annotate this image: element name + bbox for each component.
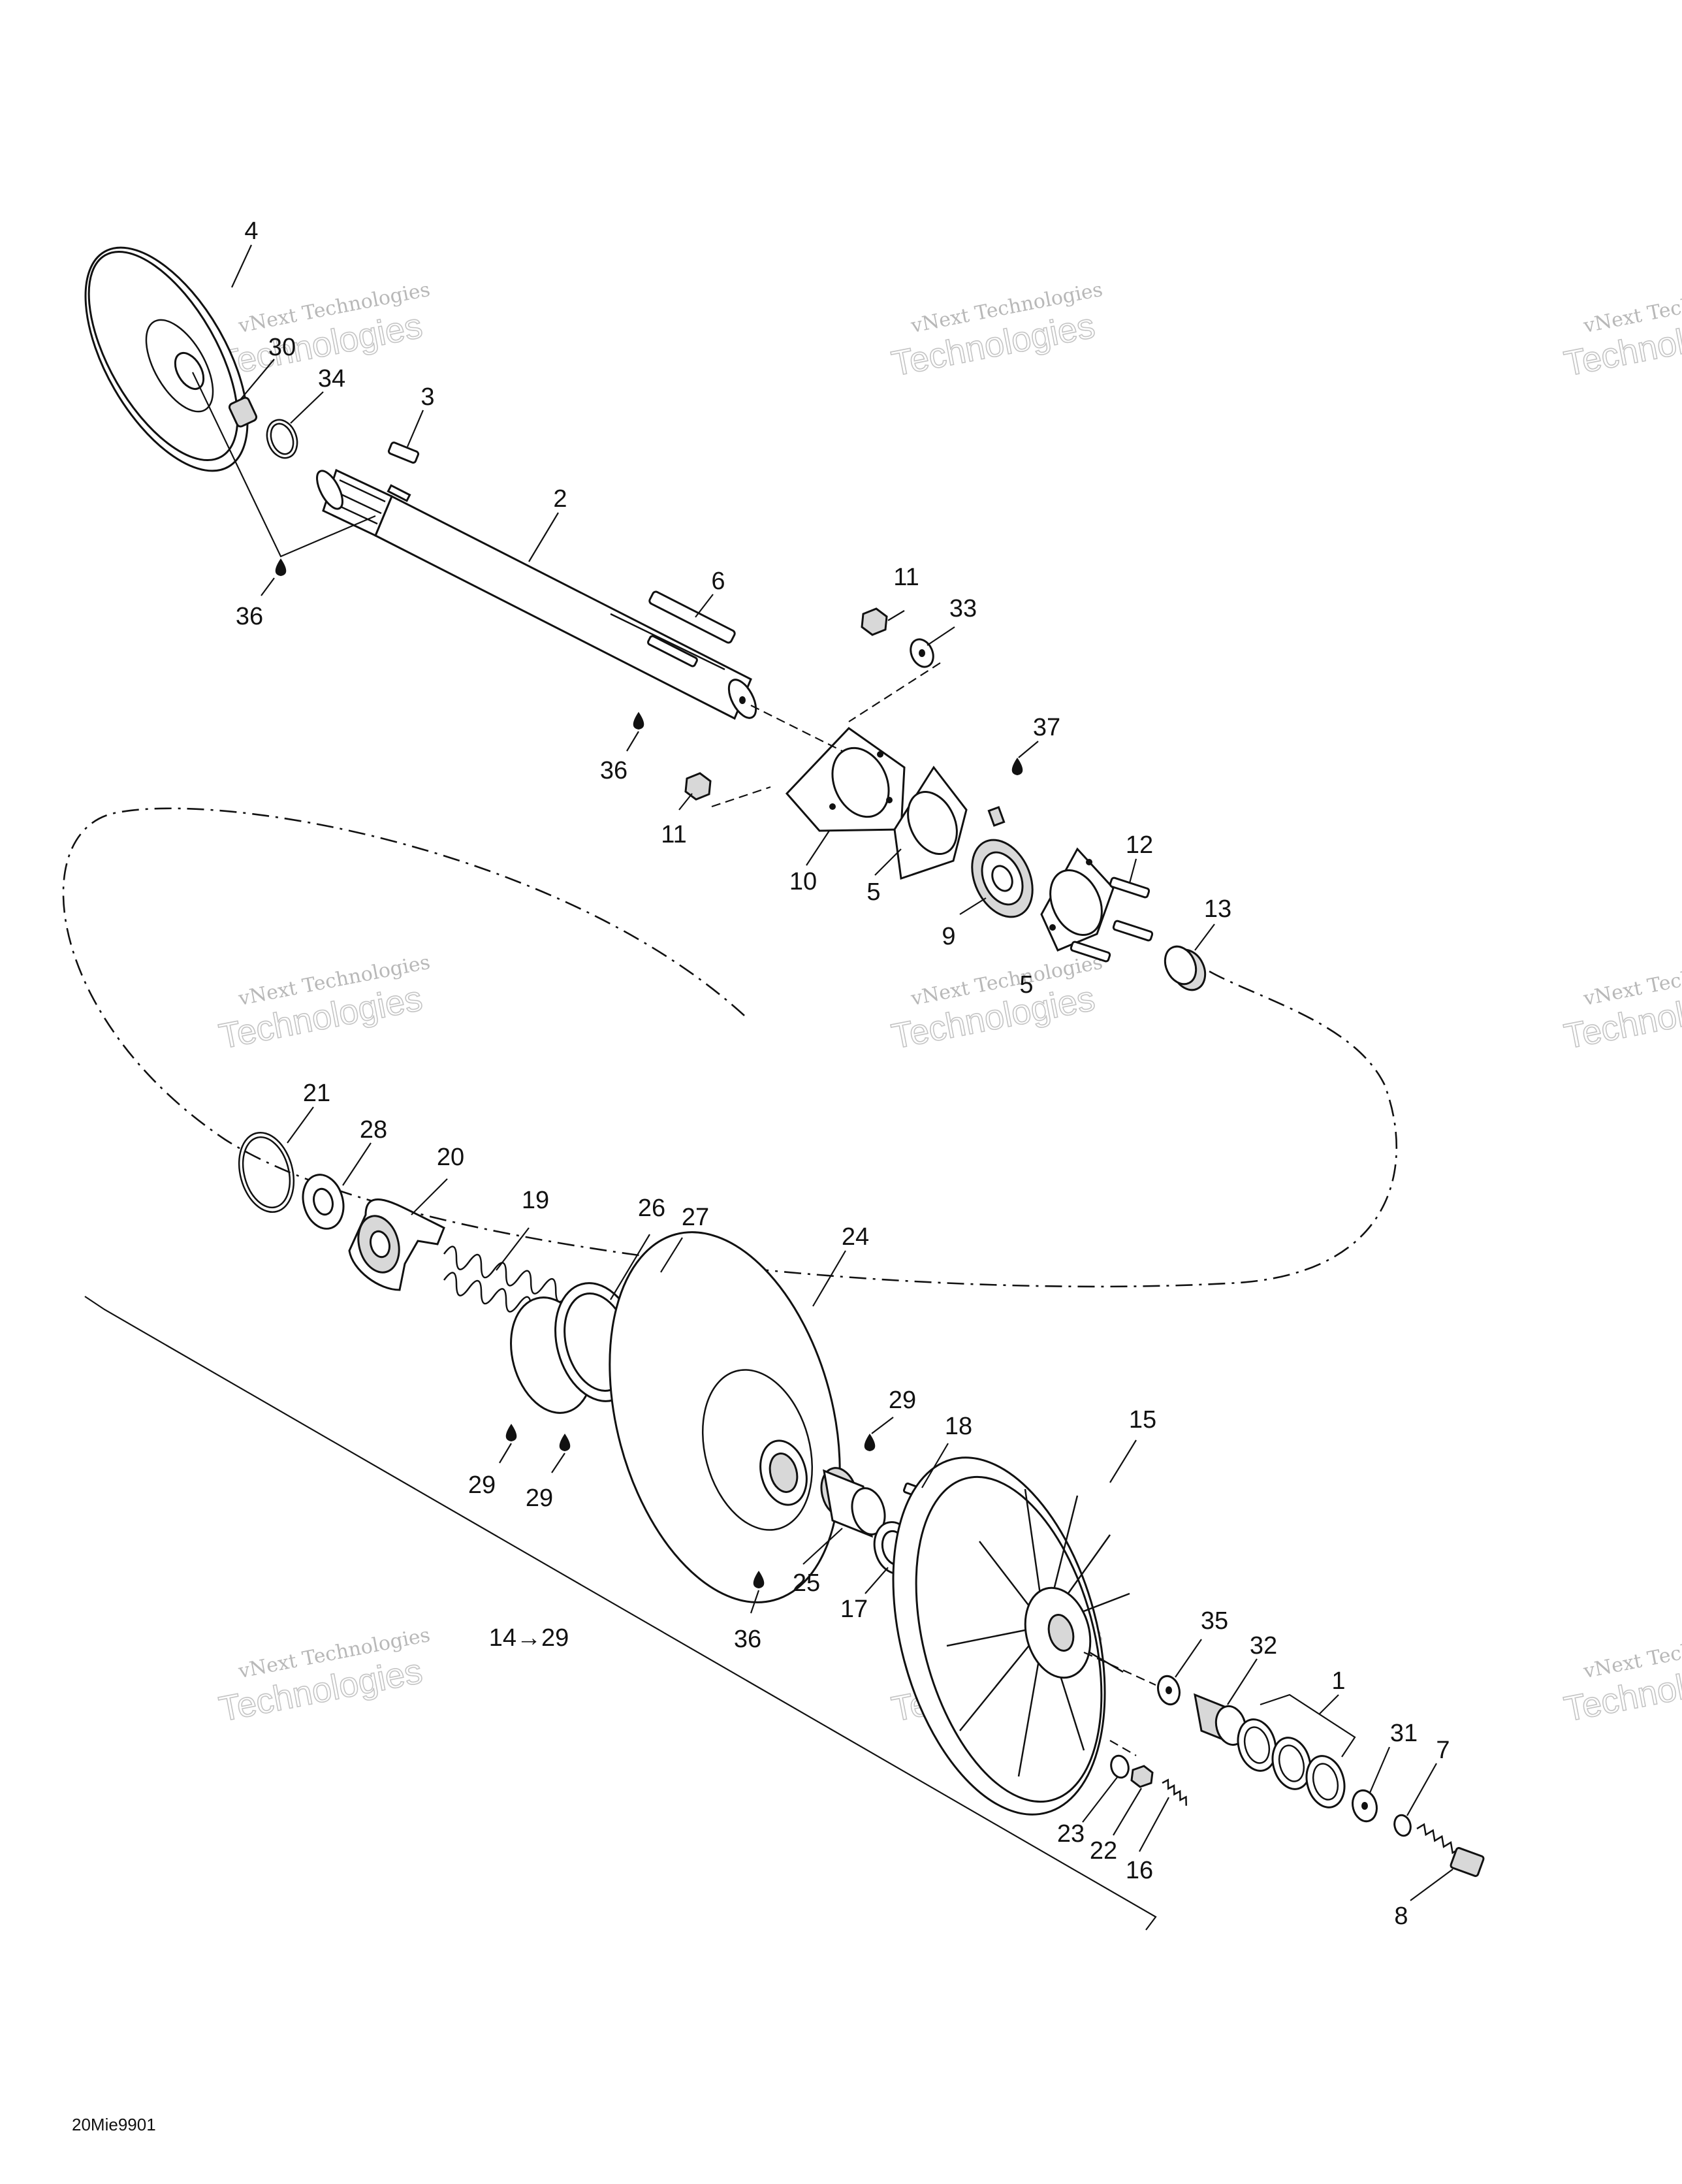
callout-label: 2: [553, 485, 567, 513]
callout-label: 36: [734, 1626, 761, 1653]
assembly-bracket-14-29: [84, 1296, 1157, 1931]
nut-11-upper: [861, 607, 888, 636]
callout-label: 13: [1204, 895, 1231, 923]
callout-label: 24: [842, 1223, 869, 1251]
callout-label: 30: [268, 334, 296, 361]
washer-33: [910, 638, 934, 668]
bolts-12: [1070, 876, 1154, 963]
watermark: Technologies vNext Technologies: [215, 951, 432, 1057]
callout-label: 6: [711, 568, 725, 595]
callout-label: 35: [1201, 1607, 1228, 1635]
shims-1: [1237, 1694, 1356, 1808]
washer-7: [1393, 1814, 1412, 1837]
callout-label: 11: [893, 564, 919, 591]
callout-label: 9: [942, 923, 955, 950]
figure-code: 20Mie9901: [72, 2115, 156, 2134]
assembly-centerline: [711, 786, 771, 808]
callout-label: 29: [468, 1471, 496, 1499]
callout-label: 36: [600, 757, 627, 784]
drive-belt-path: [62, 807, 1398, 1288]
o-ring-34: [266, 419, 298, 459]
grease-fitting-37: [987, 758, 1023, 827]
drive-shaft-2: [316, 468, 757, 720]
retaining-ring-21: [238, 1131, 295, 1213]
callout-label: 27: [682, 1204, 709, 1231]
lube-drops-lower: [505, 1424, 876, 1588]
key-3: [387, 442, 420, 464]
washer-35: [1157, 1675, 1181, 1706]
assembly-centerline: [1109, 1740, 1137, 1756]
callout-label: 29: [526, 1485, 553, 1512]
bearing-9: [971, 839, 1034, 918]
watermark: Technologies vNext Technologies: [215, 1624, 432, 1729]
callout-label: 20: [437, 1144, 464, 1171]
watermark: Technologies vNext Technologies: [1561, 1624, 1682, 1729]
key-6: [648, 590, 736, 644]
callout-label: 22: [1090, 1837, 1117, 1865]
nut-11-lower: [684, 772, 712, 801]
nut-30: [228, 396, 258, 428]
callout-label: 37: [1033, 714, 1060, 741]
watermark: Technologies vNext Technologies: [1561, 278, 1682, 384]
lube-drop-36b: [633, 712, 644, 730]
callout-labels: 4 30 34 3 2 36 6 36 11 33 37 11 10 5 12 …: [236, 217, 1450, 1930]
callout-label: 28: [360, 1116, 387, 1144]
watermark: Technologies vNext Technologies: [888, 951, 1105, 1057]
sliding-sheave-24: [609, 1231, 841, 1603]
callout-label: 14→29: [489, 1624, 569, 1652]
flange-5-upper: [893, 765, 968, 880]
spacer-13: [1164, 945, 1207, 991]
assembly-centerline: [750, 705, 843, 752]
callout-label: 36: [236, 603, 263, 630]
callout-label: 33: [949, 595, 977, 622]
callout-label: 8: [1394, 1903, 1408, 1930]
callout-label: 16: [1126, 1857, 1153, 1884]
callout-label: 15: [1129, 1406, 1156, 1434]
callout-label: 10: [789, 868, 817, 895]
watermark: Technologies vNext Technologies: [1561, 951, 1682, 1057]
callout-label: 11: [661, 821, 686, 848]
bearing-plate-10: [785, 727, 906, 832]
screw-16: [1162, 1778, 1187, 1806]
callout-label: 26: [638, 1195, 665, 1222]
callout-label: 4: [244, 217, 258, 245]
callout-label: 34: [318, 365, 345, 393]
callout-label: 31: [1390, 1720, 1418, 1747]
callout-label: 7: [1436, 1737, 1450, 1764]
callout-label: 1: [1331, 1667, 1345, 1695]
callout-label: 25: [793, 1569, 820, 1597]
callout-label: 18: [945, 1413, 972, 1440]
bolt-8: [1416, 1823, 1485, 1877]
nut-22: [1130, 1765, 1154, 1788]
callout-label: 3: [420, 383, 434, 411]
lube-drop-36a: [275, 558, 287, 576]
flange-5-lower: [1040, 847, 1115, 952]
pulley-half-4: [84, 246, 249, 472]
washer-28: [302, 1174, 345, 1230]
washer-31: [1352, 1789, 1378, 1823]
assembly-centerline: [1083, 1651, 1156, 1686]
washer-23: [1110, 1754, 1130, 1779]
callout-label: 17: [840, 1596, 868, 1623]
watermark: Technologies vNext Technologies: [888, 278, 1105, 384]
cam-20: [348, 1198, 445, 1291]
callout-label: 12: [1126, 831, 1153, 859]
callout-label: 5: [1019, 971, 1033, 999]
callout-label: 5: [866, 878, 880, 906]
leader-lines: [192, 244, 1453, 1901]
fixed-sheave-15: [892, 1456, 1130, 1816]
assembly-centerline: [848, 662, 941, 722]
callout-label: 23: [1057, 1820, 1085, 1848]
callout-label: 32: [1250, 1632, 1277, 1660]
callout-label: 19: [522, 1187, 549, 1214]
callout-label: 29: [889, 1387, 916, 1414]
callout-label: 21: [303, 1080, 330, 1107]
bushing-25: [820, 1467, 886, 1538]
